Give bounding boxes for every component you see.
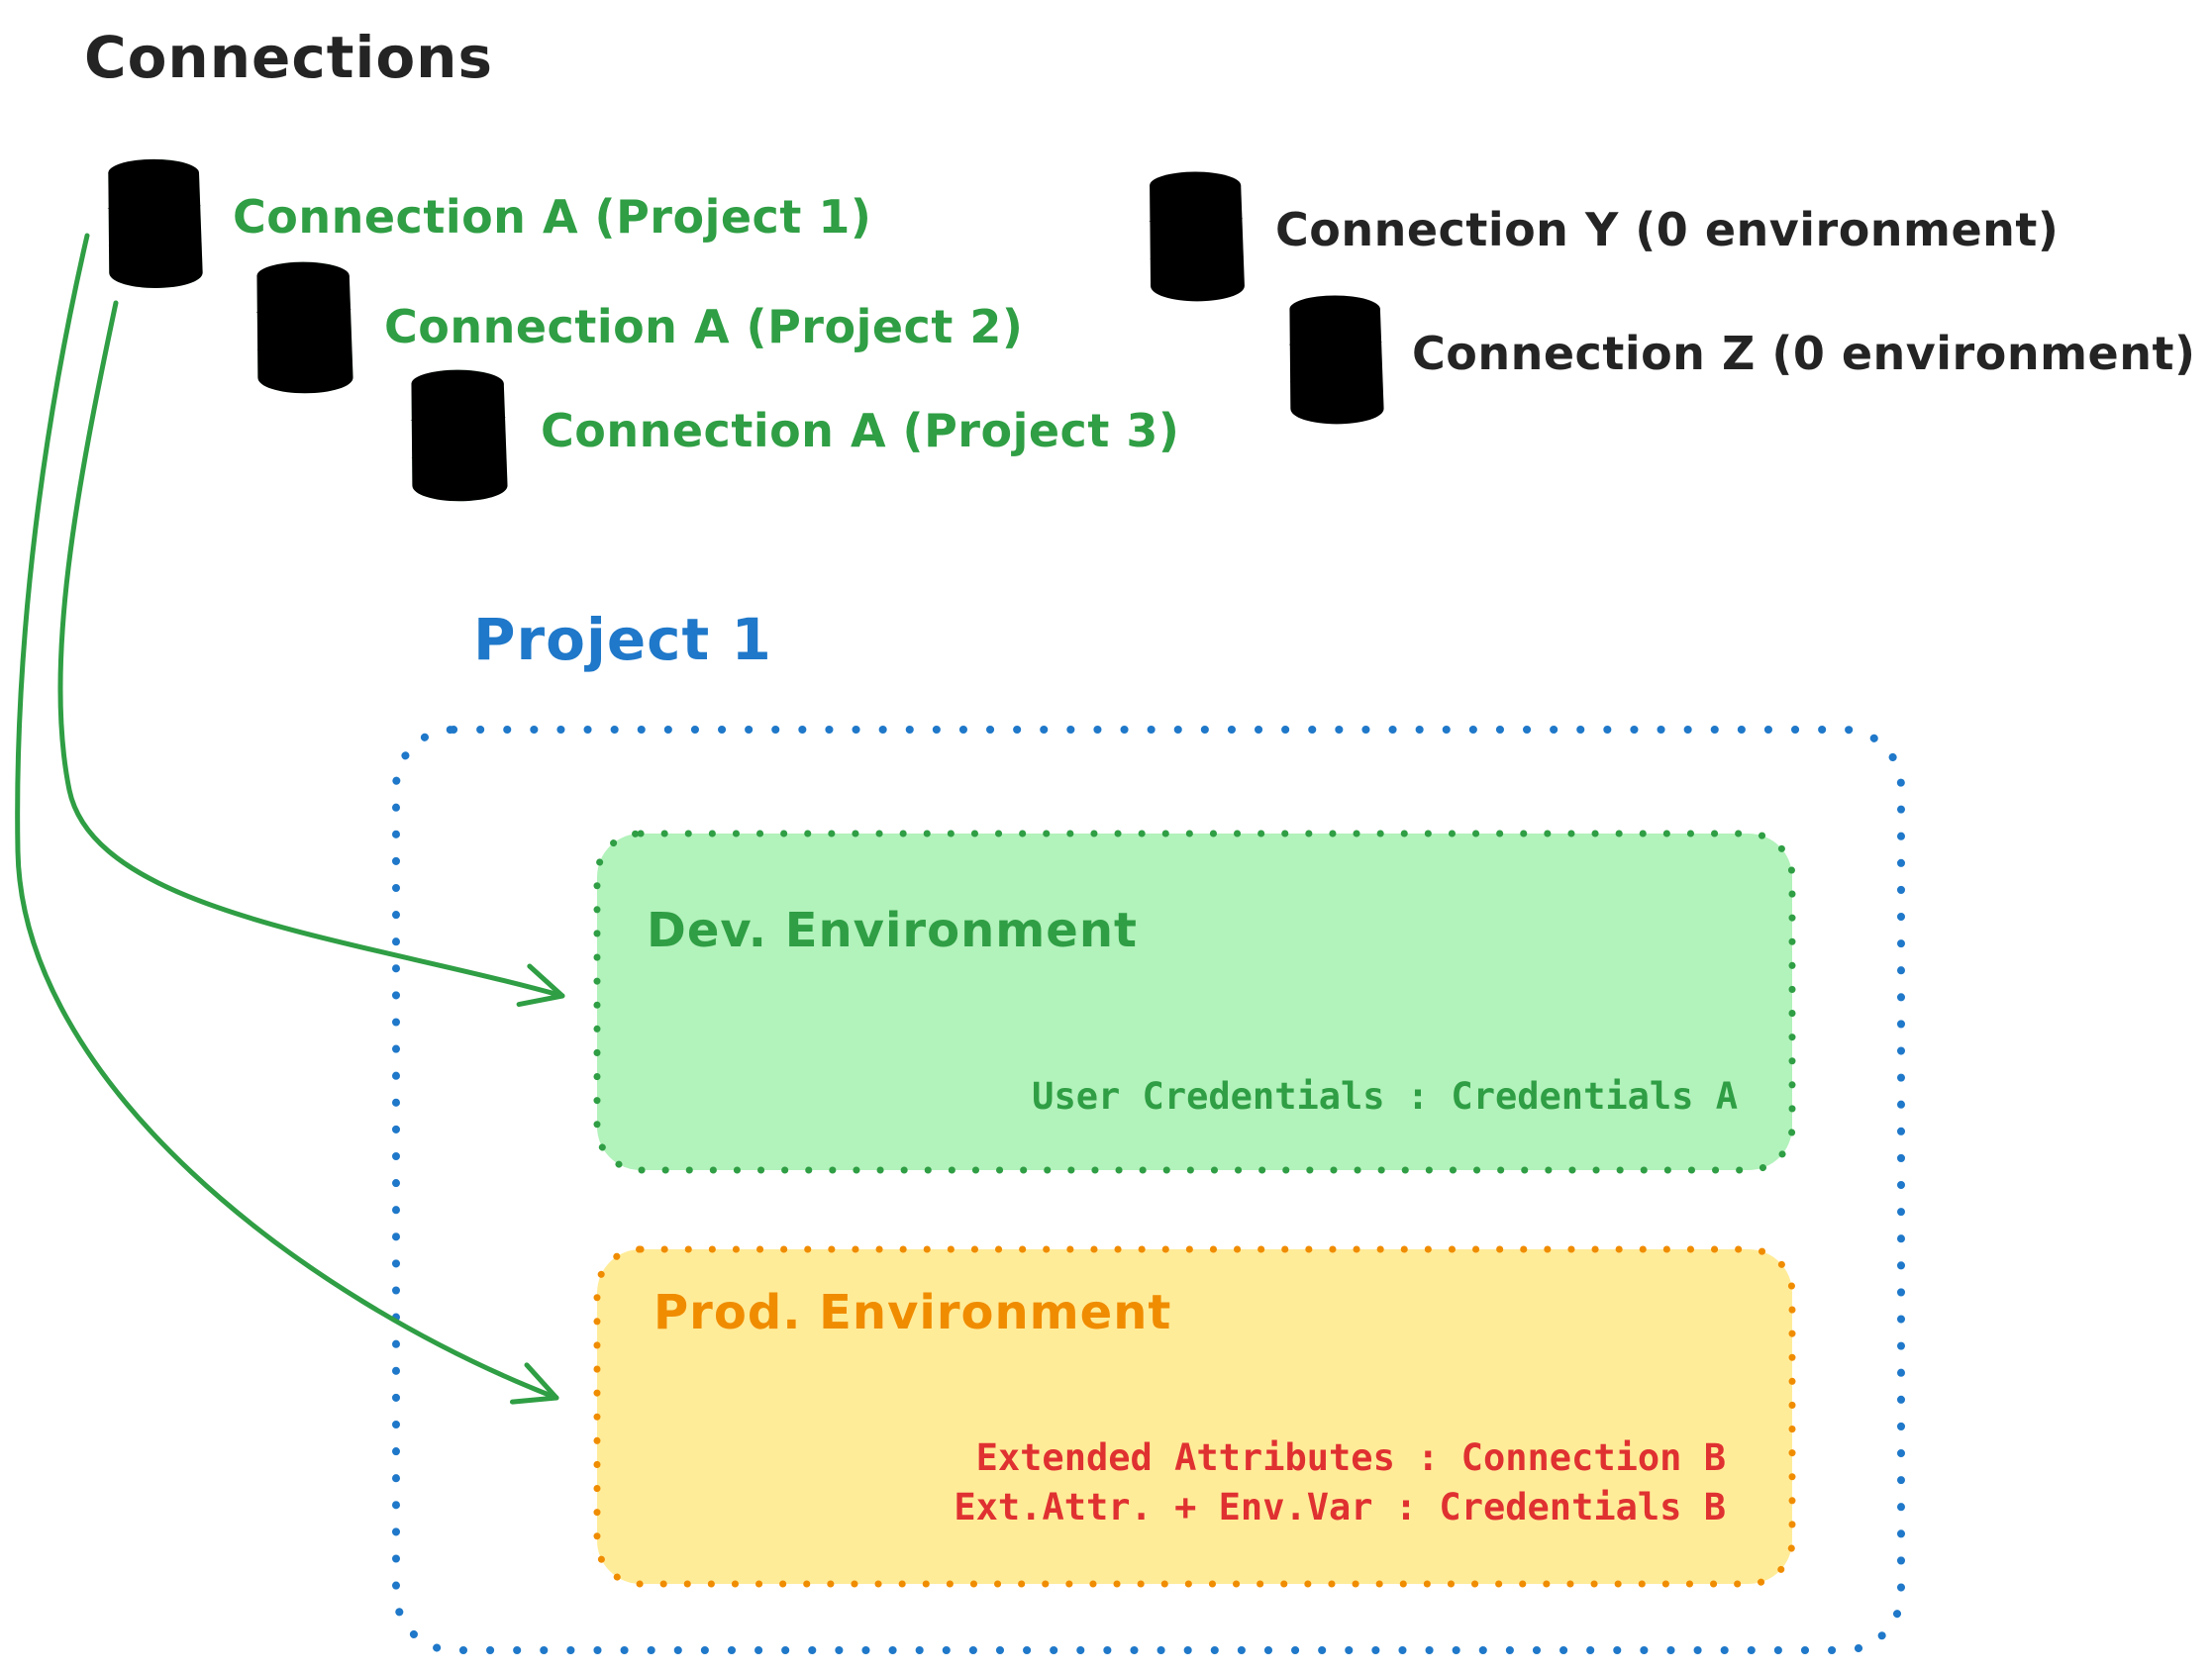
connection-y-label: Connection Y (0 environment) <box>1275 203 2060 256</box>
database-icon <box>404 362 515 507</box>
dev-credentials-mapping: User Credentials : Credentials A <box>1032 1075 1738 1118</box>
connection-a-project-1-label: Connection A (Project 1) <box>233 190 872 244</box>
prod-mapping-extended-attributes: Extended Attributes : Connection B <box>975 1436 1726 1479</box>
diagram-title: Connections <box>84 24 493 91</box>
prod-mappings: Extended Attributes : Connection B Ext.A… <box>597 1433 1726 1532</box>
connection-z-label: Connection Z (0 environment) <box>1412 327 2196 380</box>
dev-environment-box <box>593 830 1796 1174</box>
prod-environment-box <box>593 1245 1796 1588</box>
database-icon <box>250 255 360 398</box>
prod-mapping-ext-attr-env-var: Ext.Attr. + Env.Var : Credentials B <box>954 1486 1726 1528</box>
dev-environment-title: Dev. Environment <box>647 903 1138 958</box>
connection-a-project-2-label: Connection A (Project 2) <box>384 300 1024 353</box>
database-icon <box>1279 290 1394 428</box>
prod-environment-title: Prod. Environment <box>654 1285 1172 1340</box>
project-1-container-box <box>392 726 1905 1654</box>
database-icon <box>101 153 210 292</box>
database-icon <box>1140 166 1255 305</box>
connection-a-project-3-label: Connection A (Project 3) <box>541 404 1180 457</box>
project-1-title: Project 1 <box>473 606 772 673</box>
